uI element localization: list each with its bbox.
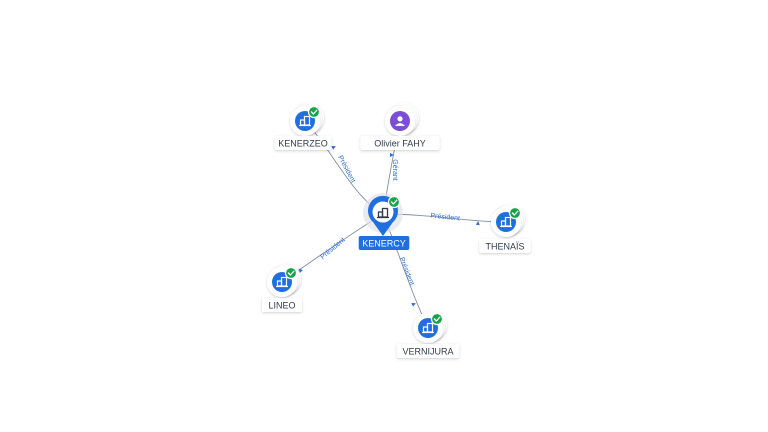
person-icon [390, 111, 410, 131]
node-label-bg [396, 344, 460, 358]
node-label-bg [262, 298, 302, 312]
node-fahy[interactable]: Olivier FAHY [360, 103, 440, 150]
node-label-vernijura: VERNIJURA [402, 347, 453, 357]
node-label-bg [360, 136, 440, 150]
node-label-bg [479, 239, 531, 253]
node-lineo[interactable]: LINEO [262, 264, 302, 312]
verified-check-icon [307, 105, 321, 119]
verified-check-icon [284, 266, 298, 280]
edge-arrow-icon [298, 268, 303, 273]
company-icon [377, 207, 389, 219]
edge-arrow-icon [411, 302, 416, 307]
edge-label-fahy: Gérant [391, 159, 398, 180]
edge-label-vernijura: Président [398, 256, 416, 286]
node-kenerzeo[interactable]: KENERZEO [274, 103, 332, 150]
edge-arrow-icon [390, 153, 394, 157]
node-label-fahy: Olivier FAHY [374, 139, 426, 149]
node-vernijura[interactable]: VERNIJURA [396, 310, 460, 358]
edge-label-kenerzeo: Président [336, 155, 356, 184]
node-thenais[interactable]: THENAÏS [479, 204, 531, 253]
verified-check-icon [508, 206, 522, 220]
node-label-lineo: LINEO [268, 301, 295, 311]
edge-arrow-icon [475, 221, 480, 226]
verified-check-icon [430, 312, 444, 326]
center-label-bg [358, 236, 410, 250]
verified-check-icon [387, 195, 401, 209]
node-label-bg [274, 136, 332, 150]
edge-arrow-icon [331, 146, 336, 150]
center-label: KENERCY [362, 239, 406, 249]
edge-label-thenais: Président [430, 212, 460, 222]
node-label-kenerzeo: KENERZEO [278, 139, 328, 149]
edge-label-lineo: Président [319, 237, 346, 261]
node-label-thenais: THENAÏS [485, 242, 524, 252]
center-node[interactable]: KENERCY [358, 193, 410, 250]
